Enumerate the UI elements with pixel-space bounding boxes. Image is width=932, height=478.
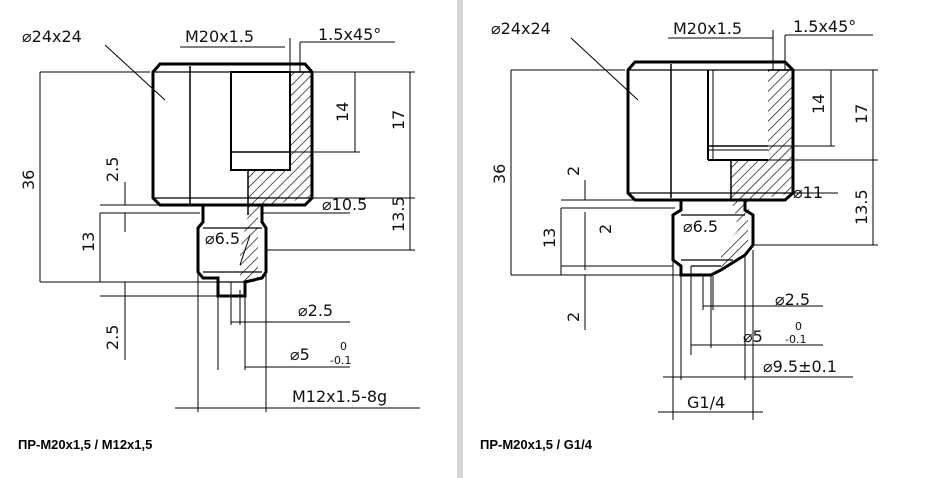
label-d5-tol-upper: 0	[795, 320, 802, 333]
label-d5: ⌀5	[743, 327, 763, 346]
label-d135: 13.5	[852, 189, 871, 225]
label-d95: ⌀9.5±0.1	[763, 357, 837, 376]
label-d5-tol-lower: -0.1	[785, 333, 806, 346]
label-d17: 17	[852, 104, 871, 124]
label-chamfer: 1.5x45°	[793, 17, 856, 36]
label-thread2: G1/4	[687, 393, 725, 412]
label-hex: ⌀24x24	[22, 27, 82, 46]
label-chamfer: 1.5x45°	[318, 25, 381, 44]
label-d5-tol-lower: -0.1	[330, 354, 351, 367]
label-d135: 13.5	[389, 196, 408, 232]
label-d5: ⌀5	[290, 345, 310, 364]
label-d13: 13	[79, 232, 98, 252]
stem-outline	[671, 200, 755, 277]
inner-thread-bore	[230, 71, 291, 171]
label-d11: ⌀11	[793, 183, 823, 202]
label-d17: 17	[389, 110, 408, 130]
drawing-caption: ПР-М20х1,5 / М12х1,5	[18, 437, 153, 452]
drawing-panel-left: ⌀24x24 M20x1.5 1.5x45° 14 17 36 2.5 ⌀10.…	[0, 0, 457, 478]
label-d65: ⌀6.5	[683, 217, 718, 236]
technical-drawing-left: ⌀24x24 M20x1.5 1.5x45° 14 17 36 2.5 ⌀10.…	[19, 25, 420, 412]
label-d25: ⌀2.5	[775, 290, 810, 309]
label-d65: ⌀6.5	[205, 229, 240, 248]
label-d2a: 2	[564, 166, 583, 176]
label-thread2: M12x1.5-8g	[292, 387, 387, 406]
label-d2b: 2	[596, 224, 615, 234]
panel-divider	[457, 0, 463, 478]
label-d25b: 2.5	[103, 325, 122, 350]
label-d105: ⌀10.5	[322, 195, 367, 214]
label-d14: 14	[333, 102, 352, 122]
drawing-caption: ПР-М20х1,5 / G1/4	[480, 437, 592, 452]
label-d36: 36	[19, 170, 38, 190]
label-d13: 13	[540, 228, 559, 248]
label-d14: 14	[809, 94, 828, 114]
label-thread: M20x1.5	[673, 19, 742, 38]
drawing-panel-right: ⌀24x24 M20x1.5 1.5x45° 14 17 36 2 ⌀11 13…	[463, 0, 932, 478]
label-d25a: 2.5	[103, 157, 122, 182]
label-d36: 36	[490, 164, 509, 184]
label-d5-tol-upper: 0	[340, 340, 347, 353]
label-d25c: ⌀2.5	[298, 301, 333, 320]
technical-drawing-right: ⌀24x24 M20x1.5 1.5x45° 14 17 36 2 ⌀11 13…	[490, 17, 878, 420]
label-hex: ⌀24x24	[491, 19, 551, 38]
label-d2c: 2	[564, 312, 583, 322]
label-thread: M20x1.5	[185, 27, 254, 46]
